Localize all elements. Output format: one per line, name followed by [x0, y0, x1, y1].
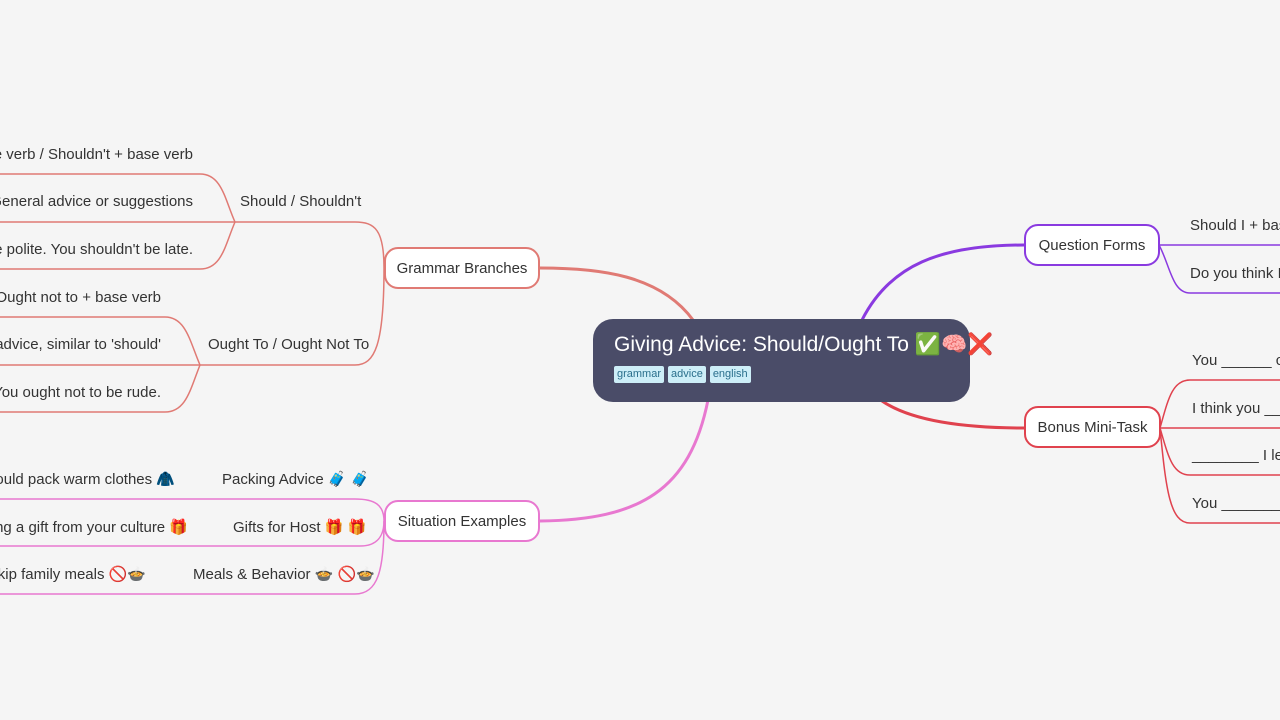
root-topic-title: Giving Advice: Should/Ought To ✅🧠❌	[614, 333, 994, 356]
leaf-bonus-1[interactable]: You ______ cal	[1192, 352, 1280, 369]
subtopic-meals[interactable]: Meals & Behavior 🍲 🚫🍲	[193, 566, 375, 583]
leaf-ought-1[interactable]: o / Ought not to + base verb	[0, 289, 161, 306]
leaf-question-1[interactable]: Should I + base	[1190, 217, 1280, 234]
branch-question-forms[interactable]: Question Forms	[1024, 224, 1160, 266]
tag-english[interactable]: english	[709, 366, 751, 383]
link-grammar-ought	[200, 267, 385, 366]
subtopic-should[interactable]: Should / Shouldn't	[240, 193, 362, 210]
link-grammar-should	[235, 221, 385, 269]
link-root-question	[860, 243, 1025, 321]
leaf-ought-3[interactable]: t. You ought not to be rude.	[0, 384, 161, 401]
leaf-ought-2[interactable]: al advice, similar to 'should'	[0, 336, 161, 353]
leaf-should-2[interactable]: se: General advice or suggestions	[0, 193, 193, 210]
leaf-bonus-4[interactable]: You _______ be	[1192, 495, 1280, 512]
link-question-leaf-2	[1158, 244, 1280, 294]
link-should-leaf-3	[0, 221, 236, 270]
leaf-packing[interactable]: should pack warm clothes 🧥	[0, 471, 175, 488]
leaf-should-3[interactable]: d be polite. You shouldn't be late.	[0, 241, 193, 258]
subtopic-packing[interactable]: Packing Advice 🧳 🧳	[222, 471, 370, 488]
leaf-bonus-3[interactable]: ________ I lear	[1192, 447, 1280, 464]
leaf-question-2[interactable]: Do you think I s	[1190, 265, 1280, 282]
link-root-situations	[539, 399, 710, 523]
branch-grammar[interactable]: Grammar Branches	[384, 247, 540, 289]
tag-grammar[interactable]: grammar	[614, 366, 665, 383]
link-bonus-leaf-1	[1159, 379, 1280, 429]
tag-list: grammar advice english	[614, 366, 950, 383]
leaf-meals[interactable]: t skip family meals 🚫🍲	[0, 566, 146, 583]
link-root-bonus	[881, 399, 1025, 430]
leaf-bonus-2[interactable]: I think you ___	[1192, 400, 1280, 417]
root-topic[interactable]: Giving Advice: Should/Ought To ✅🧠❌ gramm…	[593, 319, 994, 402]
leaf-should-1[interactable]: base verb / Shouldn't + base verb	[0, 146, 193, 163]
link-root-grammar	[539, 266, 695, 321]
leaf-gifts[interactable]: oring a gift from your culture 🎁	[0, 519, 188, 536]
branch-bonus-mini-task[interactable]: Bonus Mini-Task	[1024, 406, 1161, 448]
link-situations-packing	[0, 498, 385, 522]
link-situations-meals	[0, 520, 385, 595]
branch-situations[interactable]: Situation Examples	[384, 500, 540, 542]
link-ought-leaf-1	[0, 316, 201, 366]
link-ought-leaf-3	[0, 364, 201, 413]
link-should-leaf-1	[0, 173, 236, 223]
tag-advice[interactable]: advice	[668, 366, 706, 383]
subtopic-ought[interactable]: Ought To / Ought Not To	[208, 336, 370, 353]
subtopic-gifts[interactable]: Gifts for Host 🎁 🎁	[233, 519, 367, 536]
link-bonus-leaf-3	[1159, 427, 1280, 476]
link-bonus-leaf-4	[1159, 427, 1280, 524]
